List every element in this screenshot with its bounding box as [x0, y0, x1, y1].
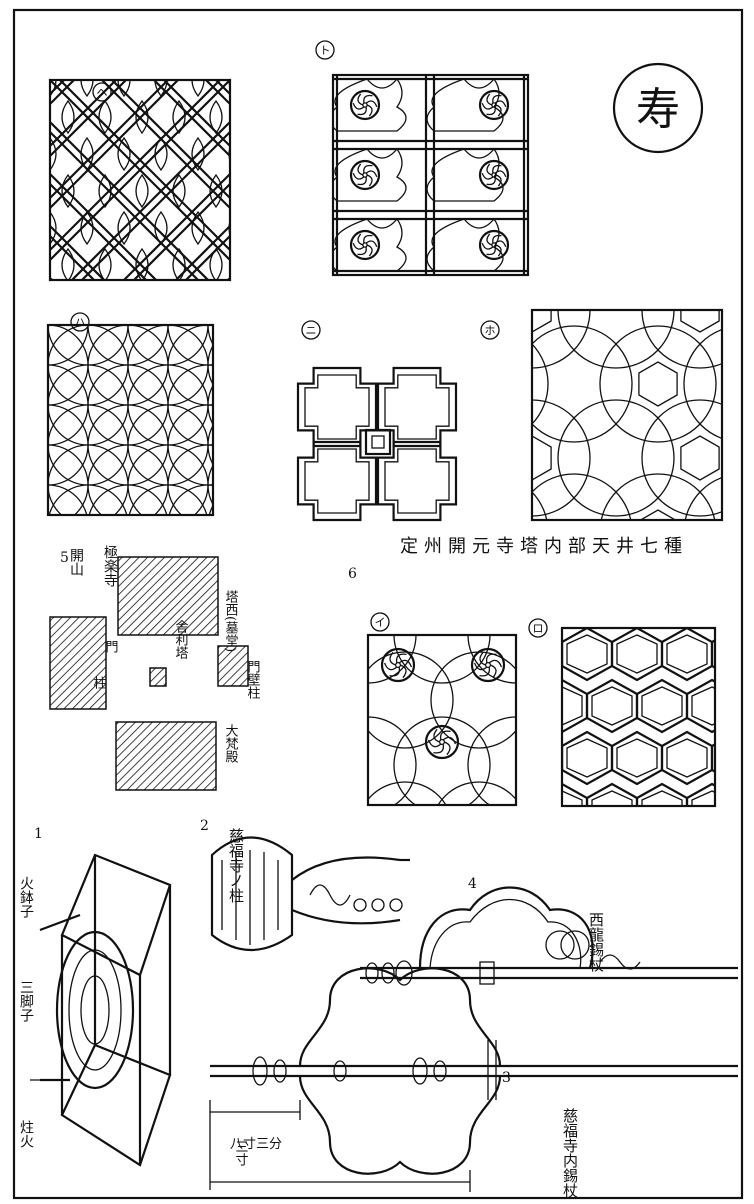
svg-text:ロ: ロ	[533, 622, 544, 635]
svg-text:八寸三分: 八寸三分	[230, 1137, 282, 1152]
svg-text:ト: ト	[320, 44, 331, 57]
svg-text:開山: 開山	[68, 548, 84, 576]
svg-text:炷火: 炷火	[18, 1120, 34, 1148]
svg-text:門壁柱: 門壁柱	[245, 660, 261, 700]
marker-i: イ	[370, 612, 390, 632]
ceiling-pattern-to	[331, 73, 530, 277]
ceiling-pattern-he	[48, 78, 232, 282]
svg-text:2: 2	[200, 818, 209, 834]
ceiling-pattern-ni	[296, 366, 458, 522]
marker-to: ト	[315, 40, 335, 60]
svg-text:5: 5	[60, 550, 69, 566]
svg-text:火鉢子: 火鉢子	[18, 876, 34, 918]
fig3-staff: 3 慈福寺内錫杖 三寸 八寸三分	[209, 967, 738, 1198]
svg-text:大梵殿: 大梵殿	[223, 724, 239, 763]
svg-text:定州開元寺塔内部天井七種: 定州開元寺塔内部天井七種	[400, 536, 688, 557]
svg-text:柱: 柱	[91, 676, 107, 690]
svg-text:西龍錫杖: 西龍錫杖	[587, 912, 605, 972]
ceiling-pattern-ho	[530, 308, 724, 522]
fig2-column-capital: 2 慈福寺ノ柱	[200, 818, 410, 952]
svg-text:寿: 寿	[636, 84, 680, 135]
svg-text:舎利塔: 舎利塔	[173, 620, 189, 659]
fig5-labels: 開山 極楽寺 塔西(墓堂) 舎利塔 門壁柱 大梵殿 門 柱	[68, 545, 260, 763]
ceiling-pattern-ro	[560, 626, 717, 808]
fig1-brazier: 1 火鉢子 三脚子 炷火	[18, 826, 172, 1167]
plate-border	[12, 8, 744, 1200]
svg-text:塔西(墓堂): 塔西(墓堂)	[223, 590, 239, 652]
svg-text:ニ: ニ	[306, 324, 317, 337]
marker-ho: ホ	[480, 320, 500, 340]
svg-text:6: 6	[348, 566, 357, 582]
svg-text:イ: イ	[375, 616, 386, 629]
svg-text:3: 3	[502, 1070, 511, 1086]
svg-text:門: 門	[103, 640, 118, 654]
marker-he: ヘ	[92, 82, 112, 102]
marker-ni: ニ	[301, 320, 321, 340]
fig6-caption: 6 定州開元寺塔内部天井七種	[348, 536, 688, 582]
fig4-staff: 4 西龍錫杖	[360, 876, 738, 986]
ceiling-pattern-i	[366, 633, 518, 807]
marker-ro: ロ	[528, 618, 548, 638]
svg-text:ヘ: ヘ	[97, 86, 108, 99]
svg-text:ハ: ハ	[75, 316, 86, 329]
svg-text:1: 1	[34, 826, 43, 842]
marker-ha: ハ	[70, 312, 90, 332]
seal-stamp: 寿	[612, 62, 704, 154]
svg-text:三脚子: 三脚子	[18, 980, 34, 1022]
svg-text:三寸: 三寸	[233, 1140, 249, 1166]
svg-text:ホ: ホ	[485, 324, 496, 337]
fig5-plan: 5	[49, 550, 249, 791]
svg-text:4: 4	[468, 876, 477, 892]
svg-text:極楽寺: 極楽寺	[102, 545, 118, 587]
svg-text:慈福寺内錫杖: 慈福寺内錫杖	[561, 1108, 579, 1198]
ceiling-pattern-ha	[46, 323, 215, 517]
